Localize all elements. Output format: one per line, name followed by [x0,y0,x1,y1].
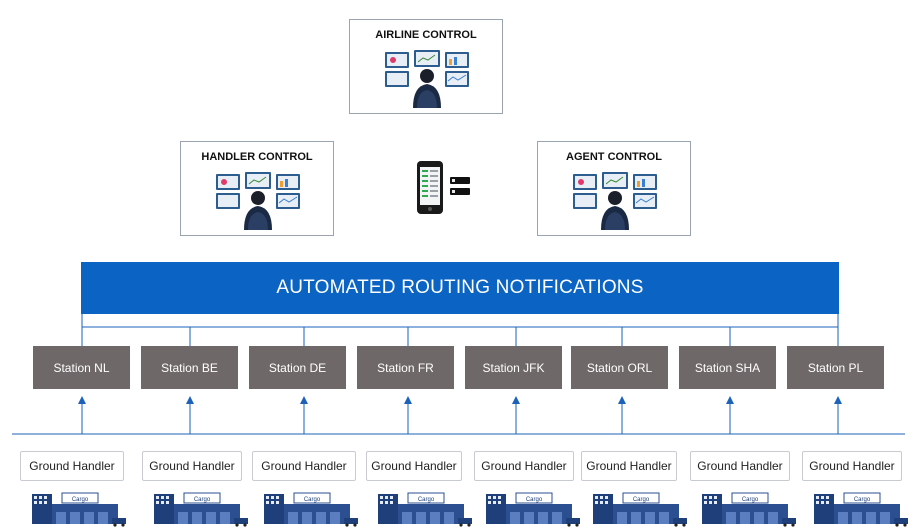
agent-control-box: AGENT CONTROL [537,141,691,236]
cargo-building-icon: Cargo [702,492,796,527]
station-orl: Station ORL [571,346,668,389]
airline-control-box: AIRLINE CONTROL [349,19,503,114]
handler-control-box: HANDLER CONTROL [180,141,334,236]
station-sha: Station SHA [679,346,776,389]
airline-control-title: AIRLINE CONTROL [375,29,477,41]
ground-handler-label: Ground Handler [690,451,790,481]
ground-handler-label: Ground Handler [802,451,902,481]
cargo-sign: Cargo [194,497,211,503]
automated-routing-banner: AUTOMATED ROUTING NOTIFICATIONS [81,262,839,314]
cargo-sign: Cargo [526,497,543,503]
cargo-sign: Cargo [742,497,759,503]
operator-at-monitors-icon [216,172,300,230]
operator-at-monitors-icon [385,50,469,108]
cargo-building-icon: Cargo [814,492,908,527]
station-fr: Station FR [357,346,454,389]
cargo-building-icon: Cargo [264,492,358,527]
cargo-building-icon: Cargo [154,492,248,527]
handler-control-title: HANDLER CONTROL [201,151,313,163]
cargo-sign: Cargo [854,497,871,503]
cargo-building-icon: Cargo [593,492,687,527]
ground-handler-label: Ground Handler [252,451,356,481]
agent-control-title: AGENT CONTROL [566,151,662,163]
ground-handler-label: Ground Handler [366,451,462,481]
cargo-building-icon: Cargo [486,492,580,527]
cargo-sign: Cargo [304,497,321,503]
ground-handler-label: Ground Handler [474,451,574,481]
station-de: Station DE [249,346,346,389]
station-pl: Station PL [787,346,884,389]
cargo-building-icon: Cargo [32,492,126,527]
operator-at-monitors-icon [573,172,657,230]
station-nl: Station NL [33,346,130,389]
ground-handler-label: Ground Handler [581,451,677,481]
cargo-sign: Cargo [72,497,89,503]
smartphone-icon [417,161,470,214]
ground-handler-label: Ground Handler [20,451,124,481]
cargo-sign: Cargo [418,497,435,503]
ground-handler-label: Ground Handler [142,451,242,481]
station-be: Station BE [141,346,238,389]
cargo-sign: Cargo [633,497,650,503]
station-jfk: Station JFK [465,346,562,389]
cargo-building-icon: Cargo [378,492,472,527]
